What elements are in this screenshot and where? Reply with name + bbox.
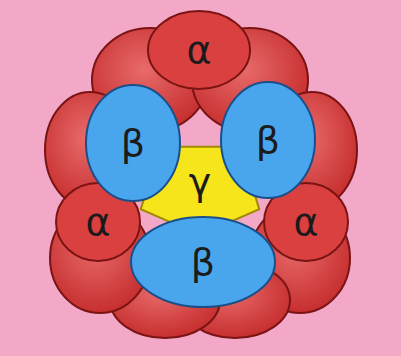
alpha-subunit: α bbox=[147, 10, 251, 90]
beta-subunit: β bbox=[220, 81, 316, 199]
subunit-label: β bbox=[121, 124, 145, 162]
subunit-label: α bbox=[186, 31, 211, 69]
subunit-label: β bbox=[191, 243, 215, 281]
beta-subunit: β bbox=[85, 84, 181, 202]
subunit-label: α bbox=[85, 203, 110, 241]
subunit-label: α bbox=[293, 203, 318, 241]
beta-subunit: β bbox=[130, 216, 276, 308]
subunit-label: β bbox=[256, 121, 280, 159]
subunit-label: γ bbox=[189, 163, 212, 201]
